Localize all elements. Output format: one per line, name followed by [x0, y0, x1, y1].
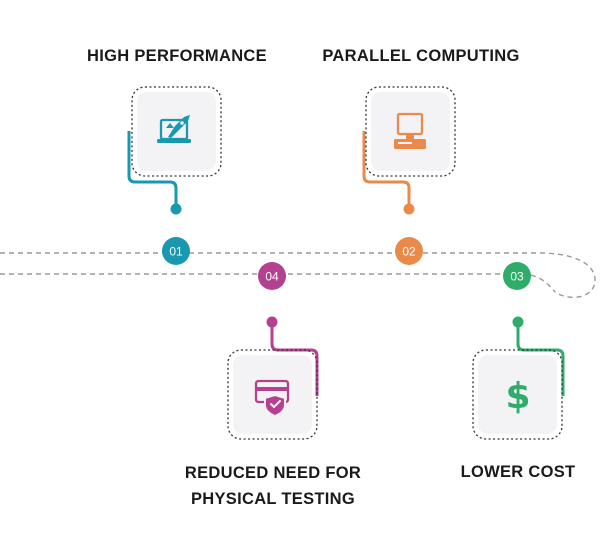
step-badge-02 [395, 237, 423, 265]
step-01-high-performance: 01 [127, 86, 222, 265]
connector-dot [170, 203, 182, 215]
shield-card-icon [254, 379, 290, 418]
step-badge-03 [503, 262, 531, 290]
icon-card-frame [365, 86, 456, 177]
connector-line [127, 131, 178, 209]
step-number-03: 03 [510, 270, 524, 284]
step-badge-04 [258, 262, 286, 290]
timeline-track [0, 252, 596, 299]
dollar-icon: $ [505, 376, 530, 417]
icon-card [371, 92, 450, 171]
feature-title-lower-cost: LOWER COST [460, 463, 576, 481]
connector-line [362, 131, 411, 209]
icon-card [478, 355, 557, 434]
step-number-04: 04 [265, 270, 279, 284]
step-03-lower-cost: 03 $ [472, 262, 565, 440]
desktop-computer-icon [394, 112, 426, 149]
step-number-01: 01 [169, 245, 183, 259]
connector-line [270, 322, 319, 396]
icon-card-frame [131, 86, 222, 177]
icon-card-frame [472, 349, 563, 440]
feature-title-line-1: REDUCED NEED FOR [184, 464, 362, 482]
rocket-laptop-icon [157, 115, 191, 143]
step-number-02: 02 [402, 245, 416, 259]
step-02-parallel-computing: 02 [362, 86, 456, 265]
feature-title-line-2: PHYSICAL TESTING [190, 490, 355, 508]
icon-card [233, 355, 312, 434]
icon-card-frame [227, 349, 318, 440]
connector-dot [403, 203, 415, 215]
step-badge-01 [162, 237, 190, 265]
feature-title-reduced-testing: REDUCED NEED FOR PHYSICAL TESTING [160, 460, 386, 512]
step-04-reduced-testing: 04 [227, 262, 319, 440]
feature-title-high-performance: HIGH PERFORMANCE [87, 47, 267, 65]
feature-title-parallel-computing: PARALLEL COMPUTING [322, 47, 520, 65]
